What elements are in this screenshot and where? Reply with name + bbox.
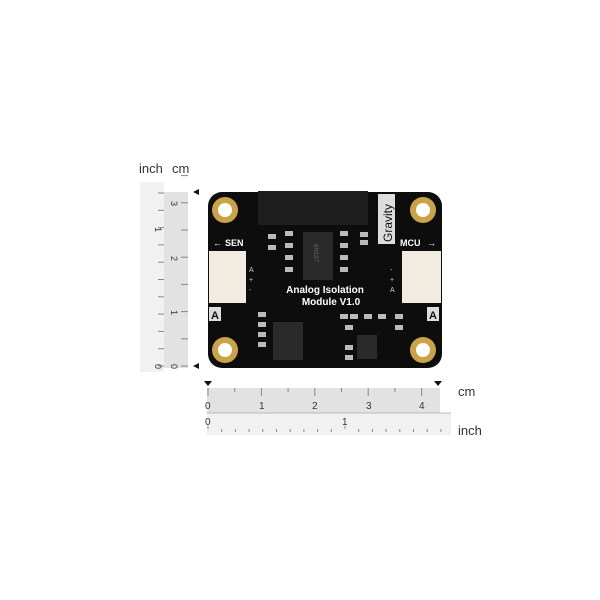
smd-pad [350, 314, 358, 319]
smd-pad [364, 314, 372, 319]
smd-pad [285, 267, 293, 272]
sen-pin-label: + [249, 277, 253, 284]
sen-pin-label: A [249, 267, 254, 274]
smd-pad [340, 267, 348, 272]
bottom-inch-tick-1: 1 [342, 417, 348, 428]
smd-pad [340, 314, 348, 319]
right-a-mark: A [429, 310, 437, 322]
smd-pad [378, 314, 386, 319]
smd-pad [258, 322, 266, 327]
smd-pad [345, 325, 353, 330]
isolation-ic [273, 322, 303, 360]
bottom-cm-tick-3: 3 [366, 401, 372, 412]
smd-pad [285, 243, 293, 248]
left-inch-unit: inch [139, 161, 163, 176]
pcb-board: Gravity SEN ← MCU → A + - - + A 6N137 An… [208, 191, 442, 368]
op-amp-ic [357, 335, 377, 359]
left-cm-tick-1: 1 [169, 310, 179, 315]
sen-pin-label: - [249, 287, 252, 294]
bottom-cm-tick-1: 1 [259, 401, 265, 412]
mcu-connector [402, 251, 441, 303]
smd-pad [258, 332, 266, 337]
mounting-hole [212, 197, 238, 223]
mounting-hole [212, 337, 238, 363]
sen-port-label: SEN [225, 238, 244, 248]
brand-label: Gravity [381, 204, 395, 242]
smd-pad [340, 231, 348, 236]
bottom-cm-unit: cm [458, 384, 475, 399]
svg-text:→: → [427, 238, 436, 248]
smd-pad [258, 312, 266, 317]
mounting-hole [410, 337, 436, 363]
mcu-pin-label: + [390, 277, 394, 284]
smd-pad [285, 231, 293, 236]
mcu-pin-label: - [390, 267, 393, 274]
smd-pad [345, 345, 353, 350]
mcu-pin-label: A [390, 287, 395, 294]
left-inch-tick-0: 0 [153, 364, 163, 369]
left-cm-tick-2: 2 [169, 256, 179, 261]
smd-pad [395, 314, 403, 319]
smd-pad [268, 245, 276, 250]
left-ruler: inch cm 3 2 1 0 1 0 [139, 161, 199, 372]
bottom-ruler: 0 1 2 3 4 0 1 cm inch [204, 381, 482, 438]
smd-pad [360, 240, 368, 245]
smd-pad [268, 234, 276, 239]
chip-marking: 6N137 [312, 244, 318, 262]
smd-pad [395, 325, 403, 330]
smd-pad [345, 355, 353, 360]
mcu-port-label: MCU [400, 238, 421, 248]
left-cm-tick-0: 0 [169, 364, 179, 369]
mounting-hole [410, 197, 436, 223]
smd-pad [258, 342, 266, 347]
board-title-line1: Analog Isolation [286, 285, 364, 296]
smd-pad [285, 255, 293, 260]
svg-text:←: ← [213, 238, 222, 248]
smd-pad [340, 255, 348, 260]
top-connector-housing [258, 191, 368, 225]
left-cm-unit: cm [172, 161, 189, 176]
bottom-cm-tick-4: 4 [419, 401, 425, 412]
sen-connector [209, 251, 246, 303]
left-inch-tick-1: 1 [153, 227, 163, 232]
left-a-mark: A [211, 310, 219, 322]
smd-pad [360, 232, 368, 237]
bottom-cm-tick-2: 2 [312, 401, 318, 412]
board-title-line2: Module V1.0 [302, 297, 361, 308]
optocoupler-chip [303, 232, 333, 280]
bottom-cm-tick-0: 0 [205, 401, 211, 412]
bottom-inch-tick-0: 0 [205, 417, 211, 428]
smd-pad [340, 243, 348, 248]
bottom-inch-unit: inch [458, 423, 482, 438]
left-cm-tick-3: 3 [169, 201, 179, 206]
